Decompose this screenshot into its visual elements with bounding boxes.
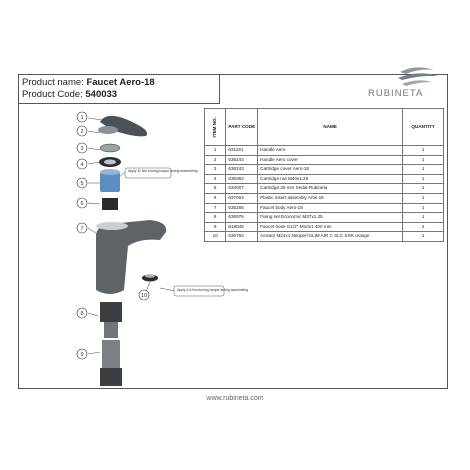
callout-number: 7 [80,226,83,232]
product-name-line: Product name: Faucet Aero-18 [22,77,216,89]
rubineta-logo-icon [398,67,438,86]
torque-note-aerator: Apply 4-6 Nm turning torque during assem… [177,288,248,292]
torque-note-cartridge: Apply 11 Nm turning torque during assemb… [128,169,198,173]
callout-number: 3 [80,146,83,152]
handle-part [100,115,148,137]
product-header: Product name: Faucet Aero-18 Product Cod… [19,75,220,104]
table-header-row: ITEM NO. PART CODE NAME QUANTITY [203,108,445,146]
body-top-opening [96,222,128,230]
cartridge-top [100,169,120,175]
callout-circle [76,197,88,209]
cartridge-cover-part [99,143,121,153]
hose-part [102,340,120,368]
torque-note-box-2 [173,285,225,297]
handle-cover-part [98,126,118,134]
callout-number: 8 [80,311,83,317]
callout-circle [76,125,88,137]
aerator-top [145,274,155,278]
cartridge-part [100,172,120,192]
col-item-no: ITEM NO. [203,108,227,146]
product-name-value: Faucet Aero-18 [86,77,155,88]
product-code-line: Product Code: 540033 [22,89,216,101]
nut-hole [104,159,116,165]
brand-name: RUBINETA [368,88,424,99]
callout-circle [138,289,150,301]
quantity-cell: 1 [402,231,445,242]
plastic-insert-part [102,198,118,210]
callout-circle [76,177,88,189]
product-name-label: Product name: [22,77,84,88]
callout-number: 6 [80,201,83,207]
item-no-cell: 10 [203,231,227,242]
callout-number: 1 [80,115,83,121]
footer-url[interactable]: www.rubineta.com [206,395,264,402]
product-code-value: 540033 [85,89,118,100]
callout-number: 2 [80,129,83,135]
callout-number: 10 [141,293,147,299]
hose-fitting [100,368,122,386]
faucet-body-part [96,220,167,294]
fixing-set-part [100,302,122,322]
torque-note-box-1 [124,167,172,179]
product-code-label: Product Code: [22,89,83,100]
callout-circle [76,307,88,319]
callout-number: 4 [80,162,83,168]
col-part-code: PART CODE [225,108,259,146]
fixing-thread [104,322,118,338]
callout-circle [76,111,88,123]
callout-circle [76,222,88,234]
callout-circle [76,142,88,154]
callout-number: 9 [80,352,83,358]
callout-circle [76,158,88,170]
callout-number: 5 [80,181,83,187]
col-quantity: QUANTITY [402,108,445,146]
drawing-sheet: Product name: Faucet Aero-18 Product Cod… [18,74,448,389]
col-name: NAME [257,108,404,146]
callout-circle [76,348,88,360]
